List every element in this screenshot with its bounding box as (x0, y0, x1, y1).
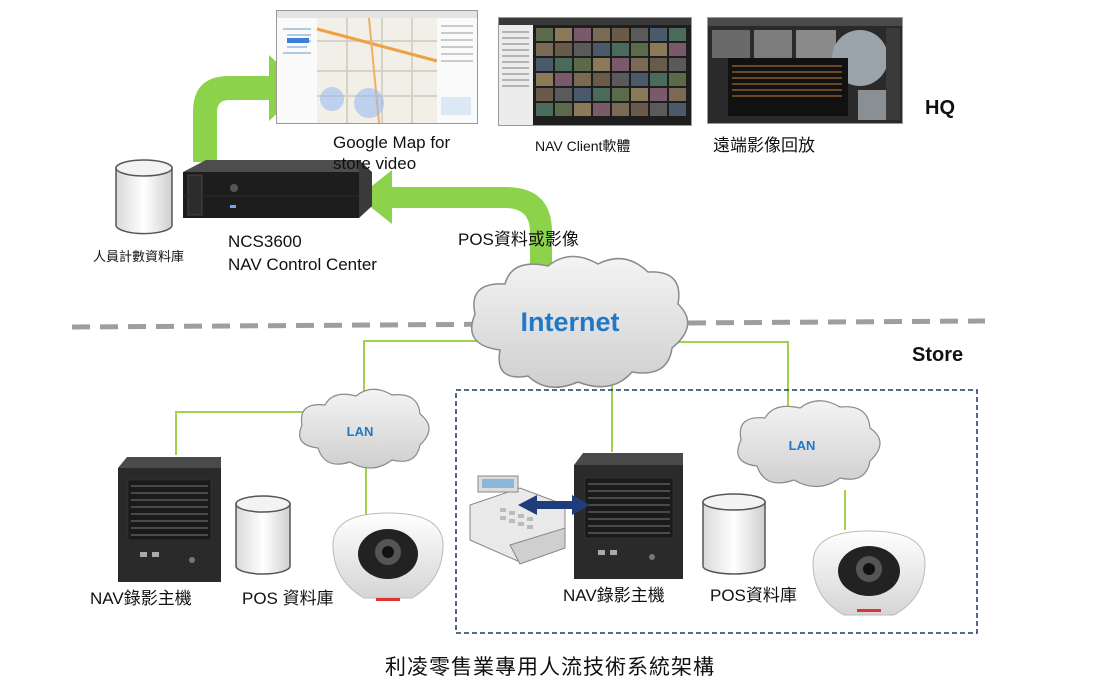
cash-register (469, 475, 566, 565)
internet-cloud (470, 255, 689, 388)
map-caption: Google Map for store video (333, 133, 451, 173)
lan-label-right: LAN (788, 438, 816, 453)
lan-label-left: LAN (346, 424, 374, 439)
google-map-screenshot (276, 10, 478, 124)
pos-db-label-right: POS資料庫 (710, 586, 797, 605)
internet-label: Internet (520, 307, 620, 337)
arrow-pos-to-ncs (358, 170, 547, 268)
people-counting-db-label: 人員計數資料庫 (93, 249, 185, 264)
ncs-model-label: NCS3600 (228, 232, 302, 251)
ncs3600-server (183, 160, 372, 218)
dome-camera-right (812, 530, 926, 616)
network-links (175, 340, 846, 530)
store-branch-box (455, 389, 978, 634)
pos-nvr-link-arrow (518, 495, 590, 515)
remote-playback-screenshot (707, 17, 903, 124)
nvr-label-right: NAV錄影主機 (563, 586, 665, 605)
pos-database-left (235, 495, 291, 575)
zone-label-hq: HQ (925, 97, 955, 119)
zone-label-store: Store (912, 344, 964, 366)
lan-cloud-right (737, 400, 881, 488)
lan-cloud-left (299, 388, 430, 469)
diagram-caption: 利凌零售業專用人流技術系統架構 (385, 655, 715, 679)
nav-recorder-left (118, 457, 221, 582)
nvr-label-left: NAV錄影主機 (90, 589, 192, 608)
ncs-name-label: NAV Control Center (228, 255, 377, 274)
nav-client-screenshot (498, 17, 692, 126)
people-counting-database (115, 159, 173, 235)
pos-db-label-left: POS 資料庫 (242, 589, 334, 608)
pos-flow-label: POS資料或影像 (458, 230, 579, 249)
nav-client-caption: NAV Client軟體 (535, 138, 631, 154)
dome-camera-left (332, 512, 444, 601)
nav-recorder-right (574, 453, 683, 579)
pos-database-right (702, 493, 766, 575)
playback-caption: 遠端影像回放 (713, 136, 815, 155)
